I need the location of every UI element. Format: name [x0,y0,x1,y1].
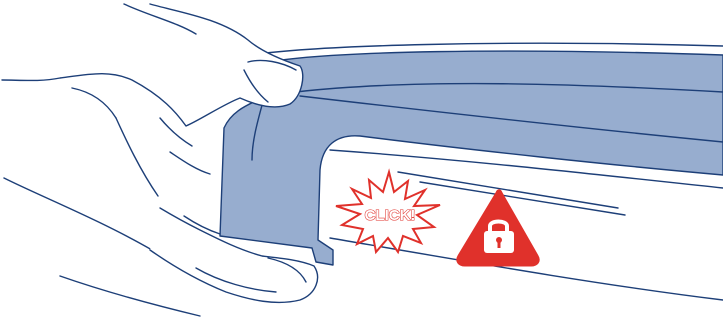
click-burst-icon: CLICK! [336,172,440,252]
lock-warning-icon [458,191,538,265]
click-label: CLICK! [365,207,416,224]
